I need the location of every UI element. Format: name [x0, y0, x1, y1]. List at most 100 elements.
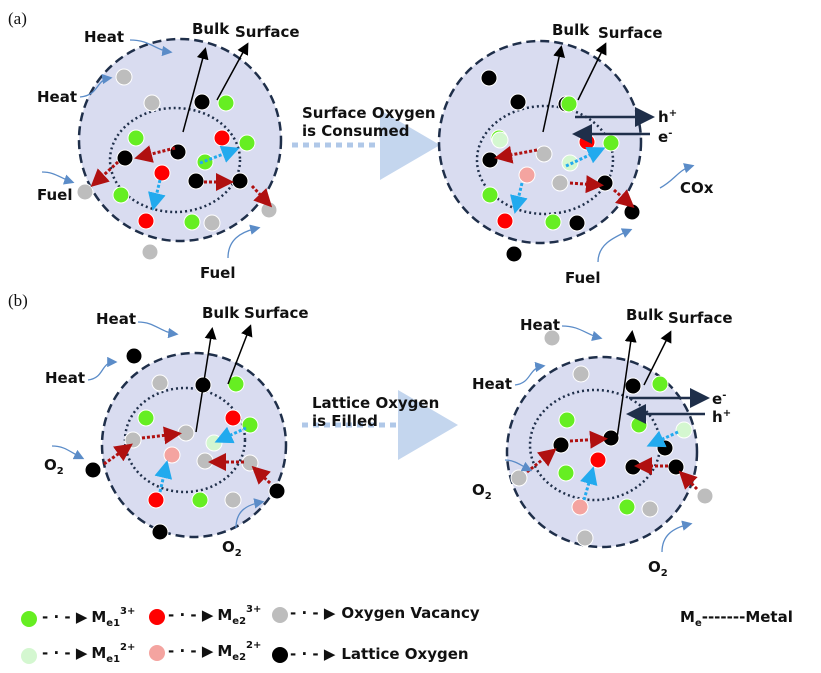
- lattice-dot: [151, 523, 169, 541]
- red-arrow: [251, 465, 272, 485]
- a-left-heat-label-2: Heat: [37, 88, 77, 106]
- me2-3-dot: [213, 129, 231, 147]
- lattice-dot: [602, 429, 620, 447]
- me1-3-dot: [127, 129, 145, 147]
- a-process-line-2: is Consumed: [302, 122, 409, 140]
- me2-3-dot: [589, 451, 607, 469]
- me2-2-dot: [163, 446, 181, 464]
- o2-flow-arrow: [661, 520, 693, 553]
- me2-3-dot: [153, 164, 171, 182]
- b-right-heat-label-2: Heat: [472, 375, 512, 393]
- me1-2-dot: [491, 131, 509, 149]
- bulk-arrow: [195, 327, 217, 433]
- me1-3-dot: [241, 416, 259, 434]
- b-left-o2-label-1: O2: [44, 456, 64, 477]
- vacancy-dot: [572, 365, 590, 383]
- o2-flow-arrow: [51, 445, 85, 460]
- blue-arrow: [510, 182, 528, 214]
- heat-flow-arrow: [137, 321, 179, 339]
- me1-2-dot: [675, 421, 693, 439]
- vacancy-dot: [115, 68, 133, 86]
- lattice-dot: [667, 458, 685, 476]
- me2-3-dot: [224, 409, 242, 427]
- me1-2-dot: [561, 154, 579, 172]
- me2-3-dot: [578, 133, 596, 151]
- me1-3-dot: [481, 186, 499, 204]
- lattice-dot: [623, 203, 641, 221]
- legend-lattice: - · - ▶Lattice Oxygen: [290, 645, 469, 663]
- lattice-dot: [509, 93, 527, 111]
- fuel-flow-arrow: [41, 171, 75, 185]
- blue-arrow: [565, 146, 606, 168]
- heat-flow-arrow: [514, 361, 546, 386]
- legend-metal-note: Me-------Metal: [680, 608, 793, 629]
- o2-flow-arrow: [504, 459, 533, 472]
- b-right-o2-label-2: O2: [648, 558, 668, 579]
- lattice-dot: [125, 347, 143, 365]
- vacancy-dot: [260, 201, 278, 219]
- red-arrow: [678, 470, 699, 491]
- vacancy-dot: [196, 452, 214, 470]
- vacancy-dot: [224, 491, 242, 509]
- vacancy-dot: [241, 454, 259, 472]
- legend-me1-2: - · - ▶Me12+: [42, 642, 135, 665]
- lattice-dot: [84, 461, 102, 479]
- me1-3-dot: [544, 213, 562, 231]
- a-right-fuel-label: Fuel: [565, 269, 601, 287]
- me1-3-dot: [191, 491, 209, 509]
- b-process-line-1: Lattice Oxygen: [312, 394, 439, 412]
- b-right-heat-label-1: Heat: [520, 316, 560, 334]
- a-left-heat-label-1: Heat: [84, 28, 124, 46]
- legend-me2-3: - · - ▶Me23+: [168, 604, 261, 627]
- b-left-bulk-label: Bulk: [202, 304, 240, 322]
- a-left-fuel-label-2: Fuel: [200, 264, 236, 282]
- lattice-dot: [624, 458, 642, 476]
- vacancy-dot: [510, 469, 528, 487]
- me2-2-dot: [571, 498, 589, 516]
- lattice-dot: [116, 149, 134, 167]
- lattice-dot: [231, 172, 249, 190]
- vacancy-dot: [551, 174, 569, 192]
- me1-3-dot: [183, 213, 201, 231]
- legend-lattice-dot: [272, 647, 288, 663]
- legend-me2-3-dot: [149, 609, 165, 625]
- red-arrow: [141, 426, 182, 445]
- lattice-dot: [480, 69, 498, 87]
- b-right-electron-label: e-: [712, 390, 726, 408]
- b-left-o2-label-2: O2: [222, 538, 242, 559]
- surface-arrow: [216, 42, 249, 101]
- red-arrow: [569, 430, 608, 449]
- a-left-fuel-label-1: Fuel: [37, 186, 73, 204]
- a-left-bulk-label: Bulk: [192, 20, 230, 38]
- b-process-line-2: is Filled: [312, 412, 378, 430]
- bulk-arrow: [542, 45, 565, 133]
- panel-b-tag: (b): [8, 291, 28, 310]
- me1-3-dot: [557, 464, 575, 482]
- heat-flow-arrow: [79, 73, 113, 98]
- blue-arrow: [148, 179, 166, 211]
- heat-flow-arrow: [561, 325, 603, 342]
- vacancy-dot: [203, 214, 221, 232]
- lattice-dot: [596, 174, 614, 192]
- legend-me2-2: - · - ▶Me22+: [168, 640, 261, 663]
- me1-3-dot: [217, 94, 235, 112]
- vacancy-dot: [141, 243, 159, 261]
- red-arrow: [250, 184, 273, 208]
- vacancy-dot: [576, 529, 594, 547]
- blue-arrow: [199, 145, 240, 165]
- lattice-dot: [268, 482, 286, 500]
- b-right-o2-label-1: O2: [472, 481, 492, 502]
- lattice-dot: [568, 214, 586, 232]
- legend-me2-2-dot: [149, 645, 165, 661]
- a-left-surface-label: Surface: [235, 23, 300, 41]
- legend-me1-3: - · - ▶Me13+: [42, 606, 135, 629]
- o2-flow-arrow: [235, 498, 265, 529]
- lattice-dot: [624, 377, 642, 395]
- fuel-flow-arrow: [597, 228, 633, 263]
- bulk-arrow: [182, 47, 209, 133]
- product-flow-arrow: [659, 163, 695, 189]
- lattice-dot: [187, 172, 205, 190]
- me2-3-dot: [147, 491, 165, 509]
- legend-vacancy: - · - ▶Oxygen Vacancy: [290, 604, 480, 622]
- lattice-dot: [505, 245, 523, 263]
